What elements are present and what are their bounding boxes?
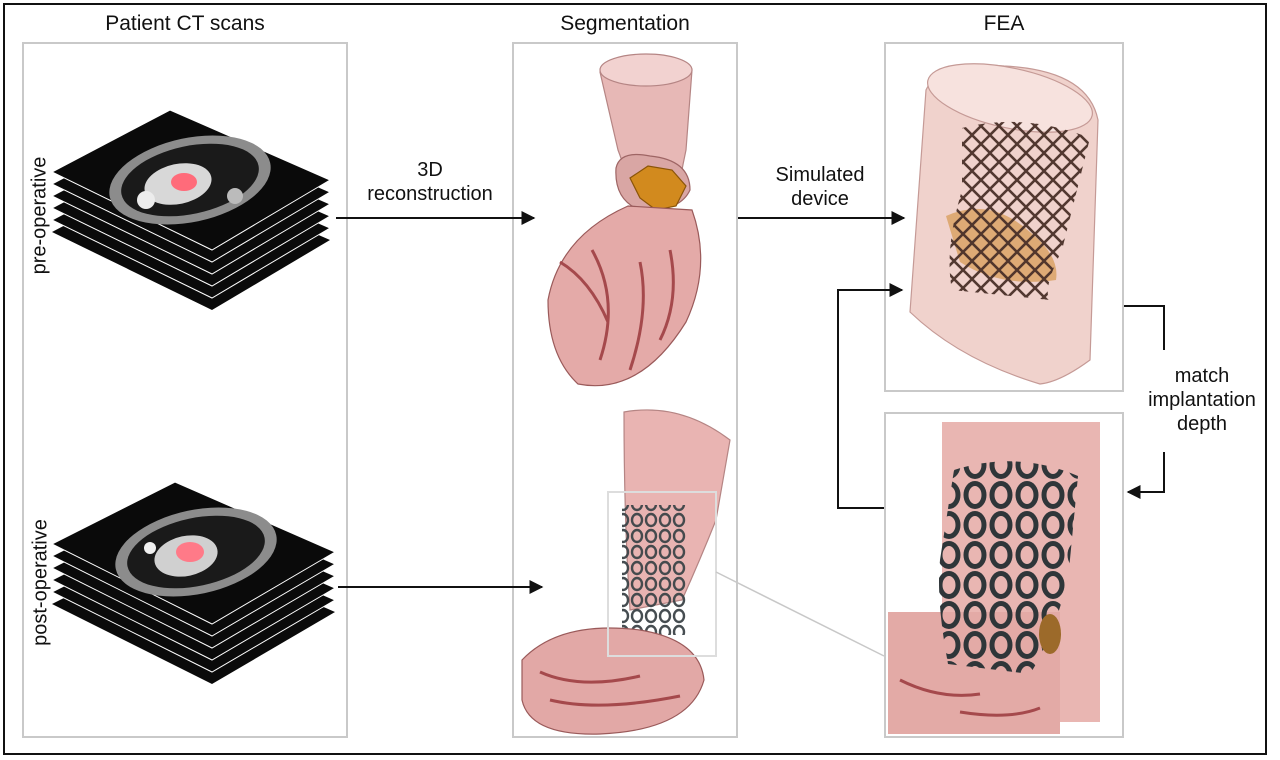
zoom-connector bbox=[715, 571, 885, 657]
column-title-segmentation: Segmentation bbox=[560, 12, 690, 35]
seg-ventricle bbox=[547, 205, 702, 387]
fea-post-model bbox=[888, 422, 1100, 734]
ct-vessel bbox=[144, 542, 156, 554]
seg-calcification bbox=[629, 165, 687, 211]
ct-aorta-highlight bbox=[171, 173, 197, 191]
segmentation-post-model bbox=[521, 409, 885, 735]
simulated-device-label-line2: device bbox=[791, 188, 849, 210]
arrow-feedback-loop bbox=[837, 283, 904, 509]
ct-aorta-highlight bbox=[176, 542, 204, 562]
seg-post-stent bbox=[622, 505, 686, 635]
zoom-box bbox=[607, 491, 717, 657]
simulated-device-label: Simulated device bbox=[740, 163, 900, 211]
fea-stent bbox=[949, 121, 1090, 301]
seg-aorta-top bbox=[599, 53, 693, 87]
reconstruction-label-line1: 3D bbox=[417, 159, 443, 181]
match-depth-label: match implantation depth bbox=[1134, 364, 1270, 436]
column-title-ct: Patient CT scans bbox=[105, 12, 265, 35]
ct-spine bbox=[227, 188, 243, 204]
segmentation-pre-model bbox=[547, 53, 702, 387]
match-depth-label-line3: depth bbox=[1176, 413, 1228, 435]
reconstruction-label-line2: reconstruction bbox=[367, 183, 493, 205]
fea-post-leaflet bbox=[1039, 614, 1061, 654]
match-depth-label-line1: match bbox=[1174, 365, 1230, 387]
reconstruction-label: 3D reconstruction bbox=[340, 158, 520, 206]
column-title-fea: FEA bbox=[983, 12, 1025, 35]
simulated-device-label-line1: Simulated bbox=[775, 164, 865, 186]
bracket-match-top bbox=[1124, 305, 1165, 350]
fea-pre-model bbox=[909, 63, 1099, 385]
ct-vessel bbox=[137, 191, 155, 209]
match-depth-label-line2: implantation bbox=[1148, 389, 1256, 411]
ct-stack-post bbox=[50, 481, 337, 684]
ct-stack-pre bbox=[50, 109, 332, 310]
arrow-match-depth bbox=[1126, 452, 1165, 499]
figure-frame bbox=[3, 3, 1267, 755]
